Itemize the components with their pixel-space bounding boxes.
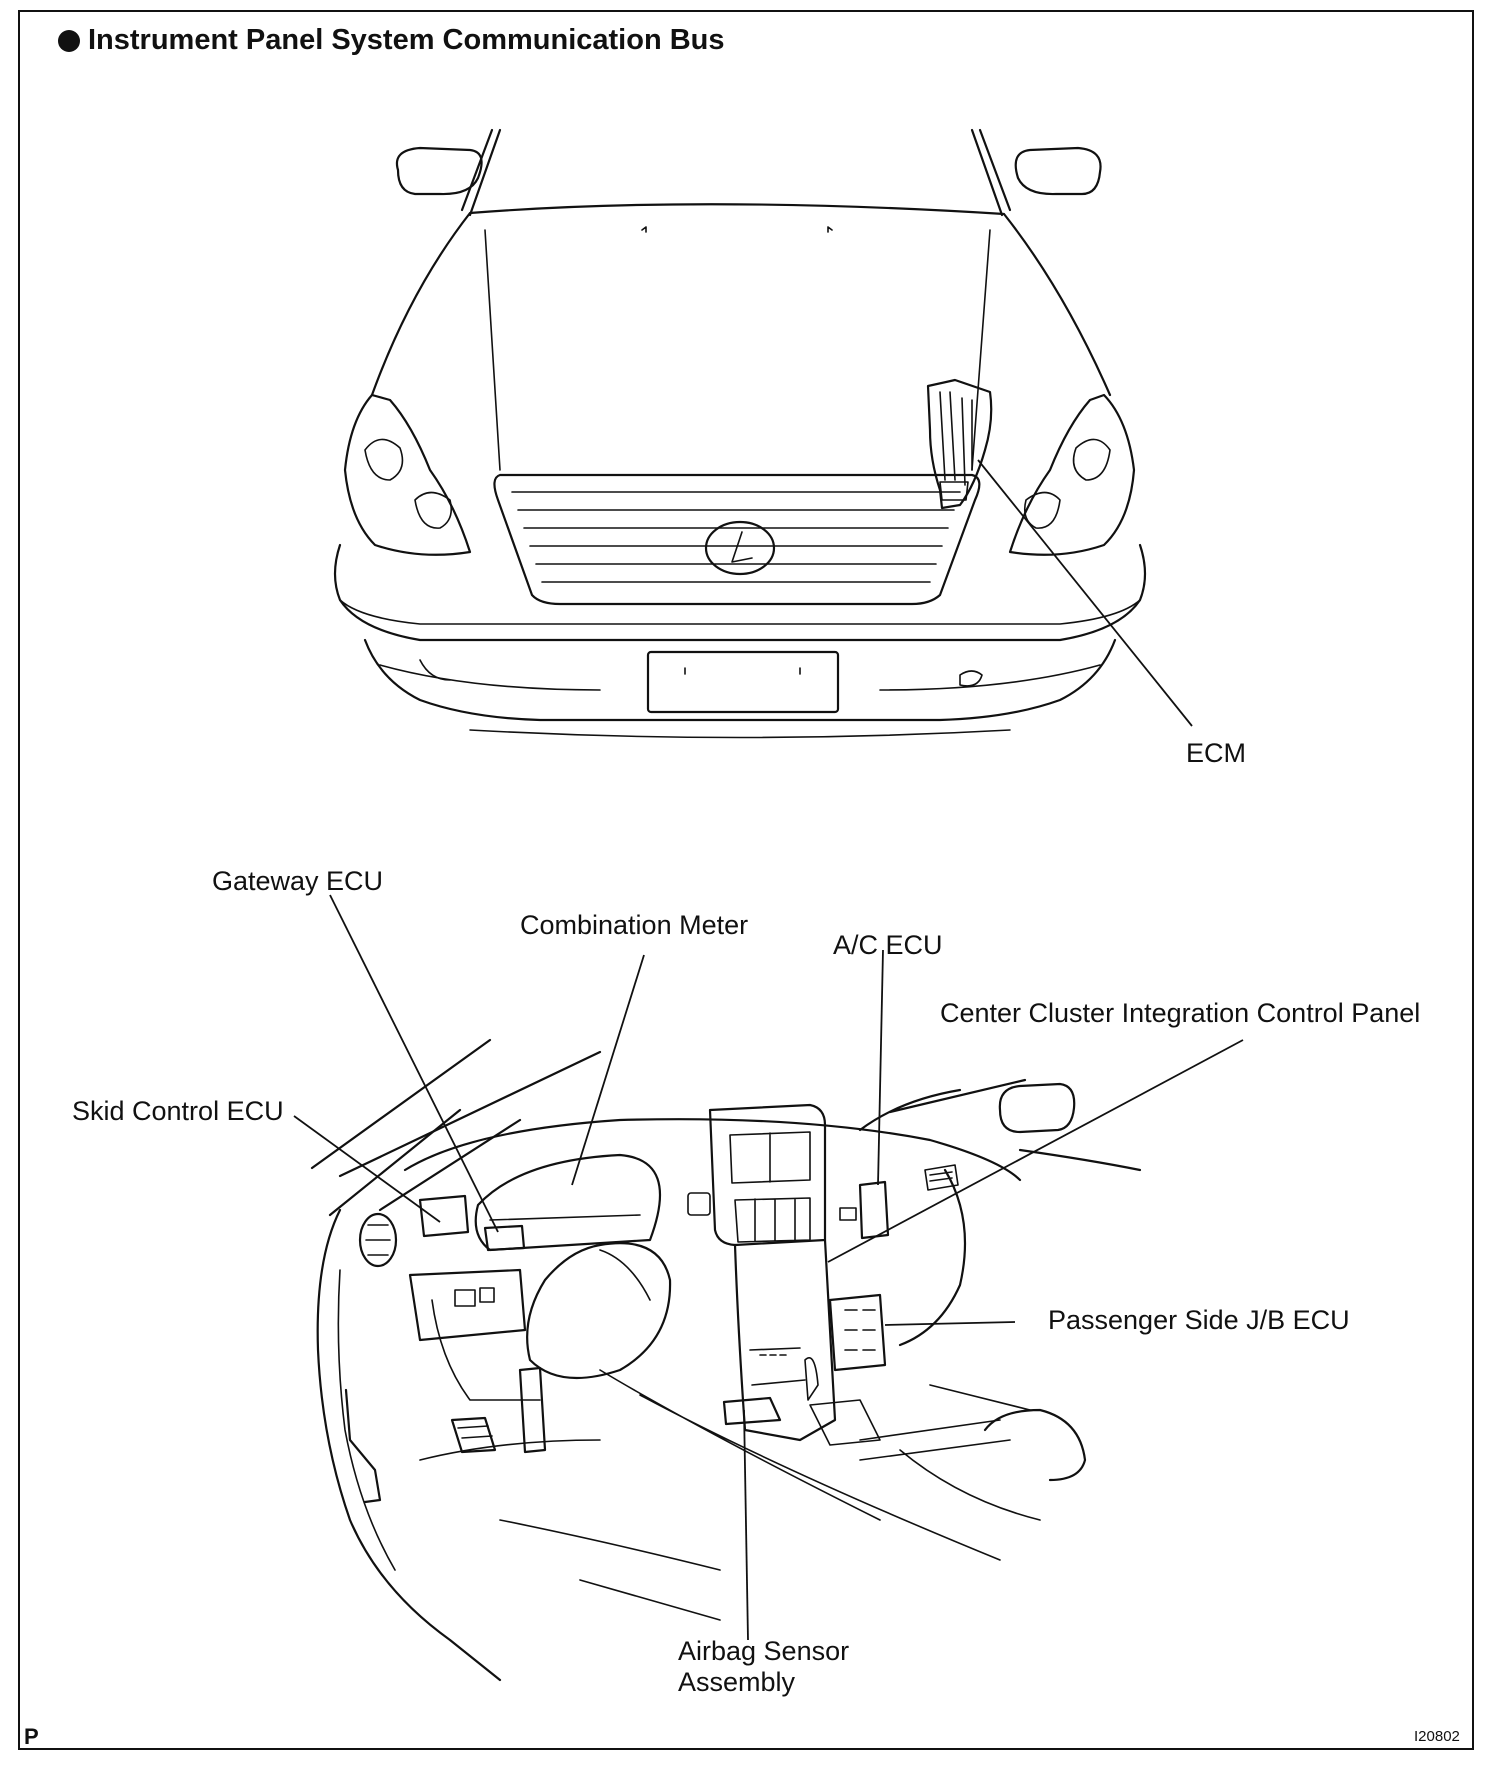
steering-wheel (526, 1242, 672, 1380)
license-plate (646, 650, 840, 714)
figure-code: I20802 (1414, 1728, 1460, 1745)
leader-center-cluster (827, 1039, 1244, 1263)
label-skid-control-ecu: Skid Control ECU (72, 1096, 284, 1126)
label-ac-ecu: A/C ECU (833, 930, 943, 960)
leader-combination-meter (571, 954, 645, 1186)
label-airbag-sensor: Airbag Sensor Assembly (678, 1636, 849, 1698)
label-ecm: ECM (1186, 738, 1246, 768)
left-headlight (343, 393, 472, 556)
dashboard-illustration (310, 1038, 1142, 1682)
filled-circle-icon (58, 29, 80, 52)
dashboard-top (403, 1118, 1022, 1182)
leader-ac-ecu (877, 949, 884, 1186)
diagram-title: Instrument Panel System Communication Bu… (58, 24, 725, 57)
ecm-component (926, 378, 993, 510)
label-passenger-jb-ecu: Passenger Side J/B ECU (1048, 1305, 1350, 1335)
hood (370, 203, 1112, 397)
figure-frame (18, 10, 1474, 1750)
leader-ecm (977, 459, 1193, 727)
leader-lines (293, 459, 1244, 1641)
right-headlight (1008, 393, 1136, 556)
label-airbag-sensor-line1: Airbag Sensor (678, 1636, 850, 1666)
combination-meter (474, 1153, 662, 1252)
ac-ecu-component (858, 1180, 890, 1240)
leader-airbag-sensor (743, 1409, 749, 1641)
airbag-sensor-component (722, 1396, 782, 1426)
front-bumper (333, 543, 1147, 642)
label-center-cluster: Center Cluster Integration Control Panel (940, 998, 1421, 1028)
passenger-jb-ecu-component (828, 1293, 887, 1372)
leader-skid-control-ecu (293, 1115, 441, 1223)
label-gateway-ecu: Gateway ECU (212, 866, 384, 896)
left-mirror (395, 146, 483, 196)
leader-gateway-ecu (329, 894, 499, 1233)
center-stack (708, 1103, 827, 1247)
corner-letter: P (24, 1724, 39, 1749)
car-front-illustration (333, 128, 1147, 739)
right-mirror (1014, 146, 1102, 196)
label-airbag-sensor-line2: Assembly (678, 1667, 796, 1697)
leader-passenger-jb-ecu (884, 1321, 1016, 1326)
grille (493, 473, 981, 606)
diagram-title-text: Instrument Panel System Communication Bu… (88, 24, 725, 56)
label-combination-meter: Combination Meter (520, 910, 749, 940)
emblem (704, 520, 776, 576)
